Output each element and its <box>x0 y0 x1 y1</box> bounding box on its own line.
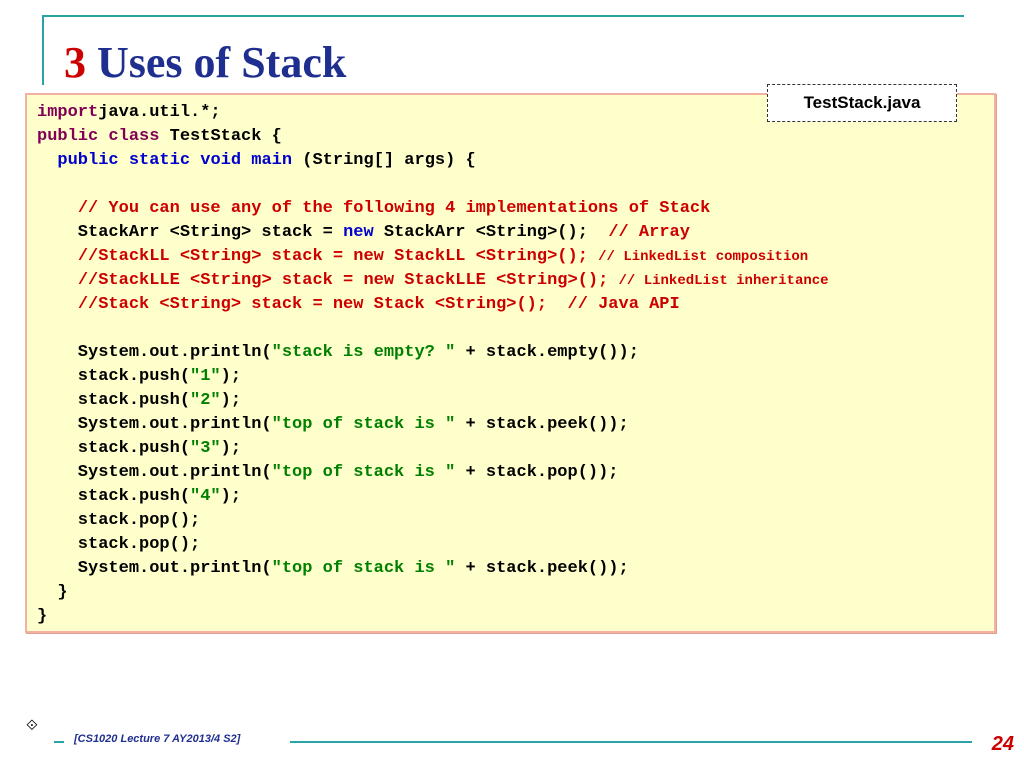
code-line: // You can use any of the following 4 im… <box>37 197 829 221</box>
code-token: System.out.println( <box>37 343 272 362</box>
code-token: stack.push( <box>37 367 191 386</box>
code-token <box>241 151 251 170</box>
code-line: stack.push("3"); <box>37 437 829 461</box>
footer-dash <box>54 741 64 743</box>
code-line: importjava.util.*; <box>37 101 829 125</box>
code-token <box>37 295 78 314</box>
code-token: //StackLLE <String> stack = new StackLLE… <box>77 271 619 290</box>
code-token: "3" <box>190 439 221 458</box>
code-token: stack.push( <box>37 391 191 410</box>
footer-rule <box>290 741 972 743</box>
code-line: stack.push("1"); <box>37 365 829 389</box>
code-line: } <box>37 605 829 629</box>
code-token: // LinkedList composition <box>598 249 809 265</box>
code-token: public <box>37 127 99 146</box>
code-token: TestStack { <box>159 127 282 146</box>
code-token: "2" <box>190 391 221 410</box>
footer-course-label: [CS1020 Lecture 7 AY2013/4 S2] <box>74 733 241 745</box>
code-line: //StackLL <String> stack = new StackLL <… <box>37 245 829 269</box>
code-token: "stack is empty? " <box>271 343 456 362</box>
code-line: stack.pop(); <box>37 533 829 557</box>
title-text: Uses of Stack <box>97 38 347 87</box>
code-panel: importjava.util.*;public class TestStack… <box>25 93 996 633</box>
code-token: java.util.*; <box>98 103 221 122</box>
code-token <box>37 247 78 266</box>
page-number: 24 <box>991 733 1014 755</box>
code-line: public static void main (String[] args) … <box>37 149 829 173</box>
code-line: System.out.println("stack is empty? " + … <box>37 341 829 365</box>
code-token <box>37 271 78 290</box>
code-token: System.out.println( <box>37 415 272 434</box>
code-token: + stack.peek()); <box>455 559 629 578</box>
code-token <box>190 151 200 170</box>
code-line: } <box>37 581 829 605</box>
code-token: stack.push( <box>37 487 191 506</box>
code-token: + stack.empty()); <box>455 343 639 362</box>
code-token: StackArr <String> stack = <box>37 223 344 242</box>
code-line: //Stack <String> stack = new Stack <Stri… <box>37 293 829 317</box>
code-token: + stack.pop()); <box>455 463 619 482</box>
code-line: System.out.println("top of stack is " + … <box>37 413 829 437</box>
code-token: "top of stack is " <box>271 463 456 482</box>
code-line: System.out.println("top of stack is " + … <box>37 461 829 485</box>
code-line: stack.push("4"); <box>37 485 829 509</box>
code-token: } <box>37 607 48 626</box>
title-rule-vertical <box>42 15 44 85</box>
code-token <box>98 127 108 146</box>
code-token: //StackLL <String> stack = new StackLL <… <box>77 247 599 266</box>
code-token: public <box>57 151 119 170</box>
code-line: StackArr <String> stack = new StackArr <… <box>37 221 829 245</box>
code-line: stack.pop(); <box>37 509 829 533</box>
code-line: System.out.println("top of stack is " + … <box>37 557 829 581</box>
code-token <box>37 151 57 170</box>
code-token: ); <box>220 391 242 410</box>
code-token: (String[] args) { <box>292 151 476 170</box>
code-listing: importjava.util.*;public class TestStack… <box>37 101 829 629</box>
title-number: 3 <box>64 38 86 87</box>
code-token: } <box>37 583 68 602</box>
code-token: // LinkedList inheritance <box>618 273 829 289</box>
slide-title: 3 Uses of Stack <box>64 36 346 90</box>
code-token: stack.pop(); <box>37 535 201 554</box>
code-token: stack.pop(); <box>37 511 201 530</box>
code-token: class <box>108 127 160 146</box>
code-token: void <box>200 151 242 170</box>
code-token: System.out.println( <box>37 559 272 578</box>
code-token <box>119 151 129 170</box>
code-token: "1" <box>190 367 221 386</box>
code-line: //StackLLE <String> stack = new StackLLE… <box>37 269 829 293</box>
code-token: System.out.println( <box>37 463 272 482</box>
code-token: //Stack <String> stack = new Stack <Stri… <box>77 295 680 314</box>
code-line: public class TestStack { <box>37 125 829 149</box>
code-token: ); <box>220 367 242 386</box>
code-token: "top of stack is " <box>271 559 456 578</box>
code-token: import <box>37 103 99 122</box>
code-token: main <box>251 151 293 170</box>
code-token: StackArr <String>(); <box>373 223 609 242</box>
code-token: ); <box>220 439 242 458</box>
file-name-label: TestStack.java <box>767 84 957 122</box>
title-rule-horizontal <box>42 15 964 17</box>
footer-bullet-icon: ⟐ <box>26 716 38 734</box>
code-token: // You can use any of the following 4 im… <box>77 199 711 218</box>
code-token: + stack.peek()); <box>455 415 629 434</box>
code-token: "top of stack is " <box>271 415 456 434</box>
code-token: ); <box>220 487 242 506</box>
code-token: static <box>128 151 191 170</box>
code-line <box>37 173 829 197</box>
code-token: stack.push( <box>37 439 191 458</box>
code-token: "4" <box>190 487 221 506</box>
code-token: new <box>343 223 374 242</box>
code-token <box>37 199 78 218</box>
code-line <box>37 317 829 341</box>
code-line: stack.push("2"); <box>37 389 829 413</box>
code-token: // Array <box>608 223 690 242</box>
